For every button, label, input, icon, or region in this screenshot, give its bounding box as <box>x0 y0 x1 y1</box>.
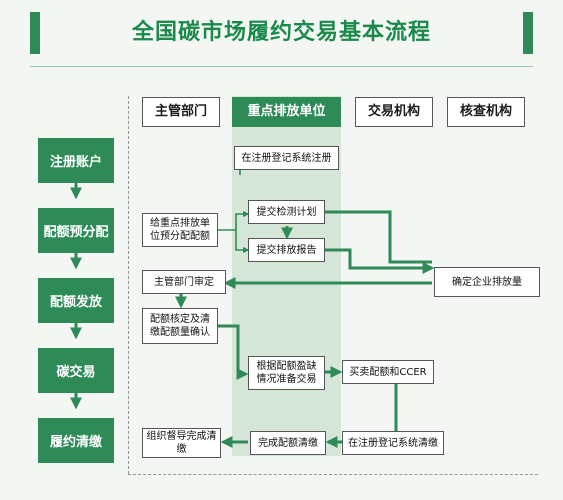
phase-quota-issuance: 配额发放 <box>38 278 114 323</box>
step-registry-clearing: 在注册登记系统清缴 <box>342 431 444 455</box>
step-register-system: 在注册登记系统注册 <box>234 146 339 170</box>
title-bar-right <box>523 12 533 54</box>
title-banner: 全国碳市场履约交易基本流程 <box>30 12 533 54</box>
step-complete-clearing: 完成配额清缴 <box>250 431 326 455</box>
step-confirm-emission: 确定企业排放量 <box>434 267 540 297</box>
page-title: 全国碳市场履约交易基本流程 <box>131 20 431 45</box>
phase-carbon-trading: 碳交易 <box>38 348 114 393</box>
phase-register-account: 注册账户 <box>38 138 114 183</box>
lane-header-verifier: 核查机构 <box>447 97 525 127</box>
phase-compliance-clearing: 履约清缴 <box>38 418 114 463</box>
lane-header-emitter: 重点排放单位 <box>232 97 341 127</box>
connector-plan-to-confirm <box>325 210 432 264</box>
step-verify-quota: 配额核定及清缴配额量确认 <box>142 308 218 344</box>
title-divider <box>30 66 533 67</box>
step-authority-review: 主管部门审定 <box>142 270 226 294</box>
connector-allocate-to-plan <box>218 210 250 231</box>
step-trade-quota-ccer: 买卖配额和CCER <box>342 360 434 384</box>
step-submit-monitoring-plan: 提交检测计划 <box>248 200 325 224</box>
step-submit-emission-report: 提交排放报告 <box>248 238 325 262</box>
step-prepare-trade: 根据配额盈缺情况准备交易 <box>248 356 325 390</box>
step-allocate-quota: 给重点排放单位预分配配额 <box>142 213 218 247</box>
title-bar-left <box>30 12 40 54</box>
lane-divider-horizontal <box>128 474 538 475</box>
step-supervise-clearing: 组织督导完成清缴 <box>142 428 221 458</box>
phase-pre-allocation: 配额预分配 <box>38 208 114 253</box>
connector-report-to-confirm <box>325 248 435 274</box>
lane-header-exchange: 交易机构 <box>355 97 433 127</box>
lane-header-authority: 主管部门 <box>142 97 220 127</box>
connector-allocate-to-report <box>235 230 250 254</box>
connector-verify-to-prepare <box>218 324 249 380</box>
lane-divider-vertical <box>128 96 129 474</box>
